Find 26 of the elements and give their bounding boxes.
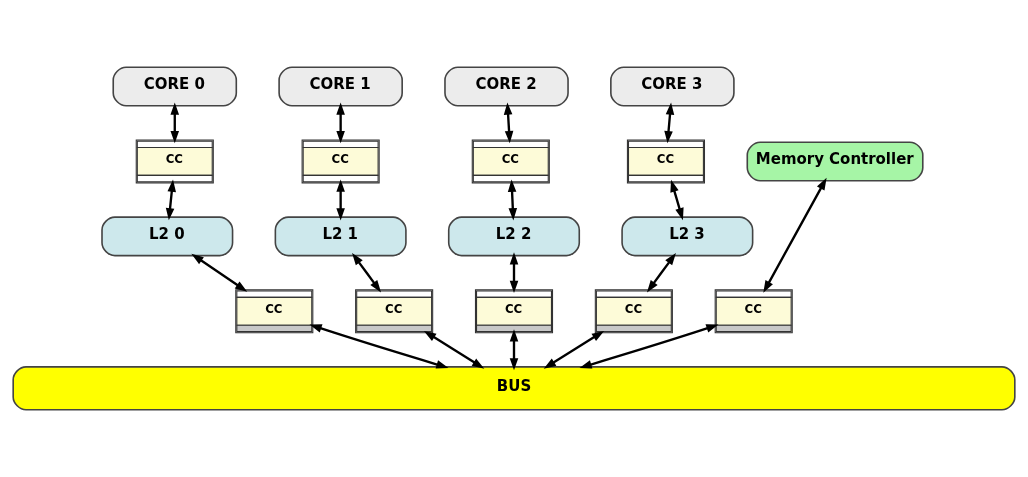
arrow xyxy=(664,102,675,144)
arrow xyxy=(191,253,248,292)
arrow xyxy=(763,177,827,293)
node-box: CORE 3 xyxy=(610,66,735,107)
arrow xyxy=(509,329,519,371)
node-box: CORE 0 xyxy=(112,66,238,107)
arrow xyxy=(509,252,519,294)
node-box: L2 3 xyxy=(621,216,754,257)
arrow xyxy=(543,330,605,369)
node-box: L2 1 xyxy=(274,216,407,257)
arrow xyxy=(336,179,345,221)
arrow xyxy=(670,179,684,221)
arrow xyxy=(352,252,382,293)
node-box: Memory Controller xyxy=(746,141,924,182)
arrow xyxy=(646,252,676,293)
arrow xyxy=(503,102,514,144)
arrow xyxy=(507,179,518,221)
node-box: CORE 1 xyxy=(278,66,403,107)
node-box: L2 2 xyxy=(447,216,581,257)
node-box: CORE 2 xyxy=(444,66,569,107)
node-box: BUS xyxy=(12,366,1016,411)
arrow xyxy=(165,179,176,221)
arrow xyxy=(423,330,485,369)
arrow xyxy=(336,102,345,144)
arrow xyxy=(170,102,180,144)
node-box: L2 0 xyxy=(101,216,234,257)
